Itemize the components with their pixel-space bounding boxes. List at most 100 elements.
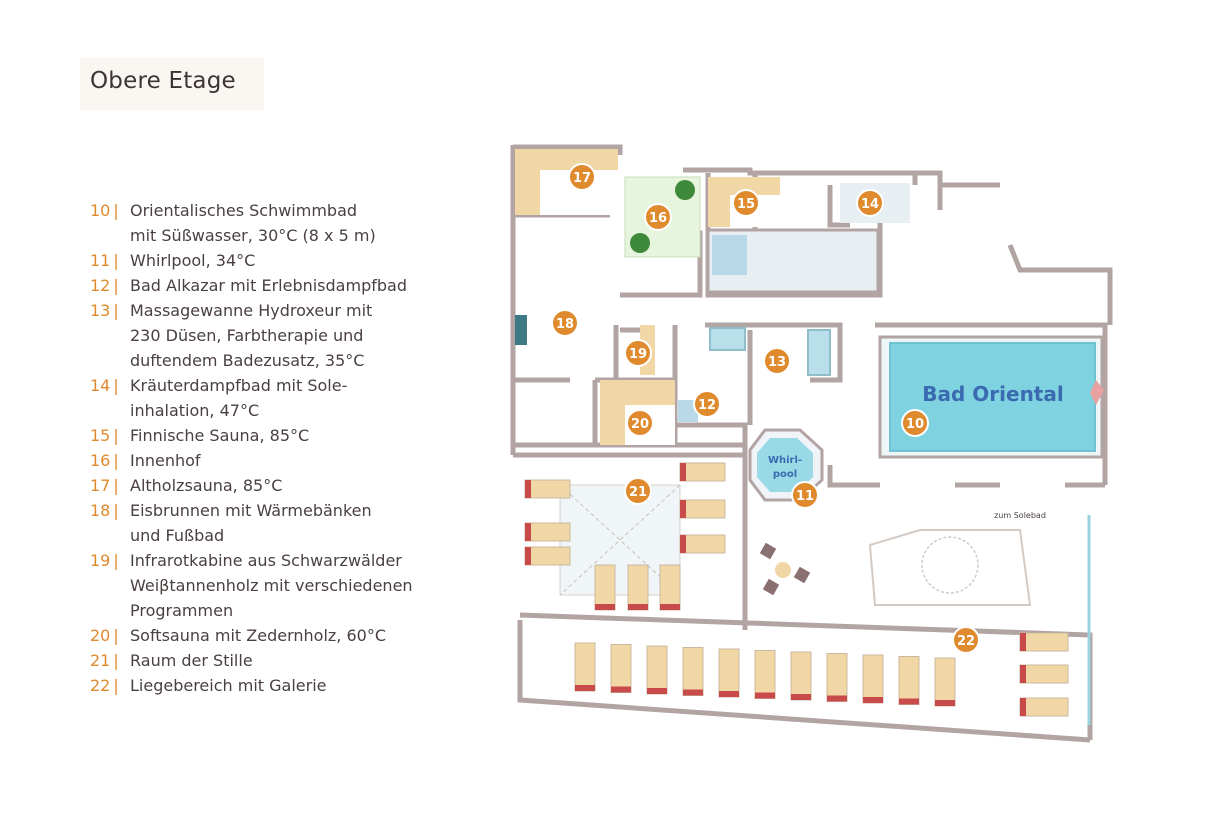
area-marker-number: 10 bbox=[906, 417, 924, 432]
eisbrunnen bbox=[515, 315, 527, 345]
whirlpool bbox=[757, 438, 813, 492]
legend-item: 21|Raum der Stille bbox=[90, 648, 430, 673]
legend-number-value: 14 bbox=[90, 376, 111, 395]
area-marker-circle bbox=[624, 339, 652, 367]
area-marker-circle bbox=[626, 409, 654, 437]
legend-separator: | bbox=[113, 476, 119, 495]
area-marker: 20 bbox=[626, 409, 654, 437]
lounge-table bbox=[775, 562, 791, 578]
legend-separator: | bbox=[113, 276, 119, 295]
legend-number: 14| bbox=[90, 373, 130, 423]
area-marker-circle bbox=[624, 477, 652, 505]
lounger bbox=[610, 644, 632, 693]
legend-number: 11| bbox=[90, 248, 130, 273]
lounger bbox=[659, 564, 681, 611]
solebad-fountain bbox=[921, 536, 979, 594]
legend-item: 14|Kräuterdampfbad mit Sole- inhalation,… bbox=[90, 373, 430, 423]
lounger bbox=[1019, 697, 1069, 717]
legend-separator: | bbox=[113, 451, 119, 470]
lounger bbox=[898, 656, 920, 705]
legend-item: 16|Innenhof bbox=[90, 448, 430, 473]
lounger bbox=[790, 651, 812, 701]
lounger bbox=[826, 653, 848, 702]
legend-item: 22| Liegebereich mit Galerie bbox=[90, 673, 430, 698]
area-marker-circle bbox=[901, 409, 929, 437]
area-marker-circle bbox=[952, 626, 980, 654]
legend-item: 13|Massagewanne Hydroxeur mit 230 Düsen,… bbox=[90, 298, 430, 373]
legend-number: 12| bbox=[90, 273, 130, 298]
pool-ladder bbox=[1090, 380, 1104, 405]
area-marker-number: 22 bbox=[957, 634, 975, 649]
legend-separator: | bbox=[113, 301, 119, 320]
legend-item: 15|Finnische Sauna, 85°C bbox=[90, 423, 430, 448]
solebad-label: zum Solebad bbox=[994, 511, 1046, 520]
lounger bbox=[627, 564, 649, 611]
whirlpool-label-2: pool bbox=[773, 469, 797, 480]
markers: 10 11 12 13 14 15 16 17 18 19 20 21 22 bbox=[551, 163, 980, 654]
area-marker-number: 17 bbox=[573, 171, 591, 186]
legend-text: Orientalisches Schwimmbad mit Süßwasser,… bbox=[130, 201, 376, 245]
area-marker: 12 bbox=[693, 390, 721, 418]
legend-item: 12|Bad Alkazar mit Erlebnisdampfbad bbox=[90, 273, 430, 298]
loungers bbox=[524, 462, 1069, 717]
legend-separator: | bbox=[113, 426, 119, 445]
lounger bbox=[524, 522, 571, 542]
legend-number: 20| bbox=[90, 623, 130, 648]
legend-text: Whirlpool, 34°C bbox=[130, 251, 256, 270]
lounger bbox=[524, 546, 571, 566]
legend-number-value: 12 bbox=[90, 276, 111, 295]
area-marker-number: 11 bbox=[796, 489, 814, 504]
area-marker-circle bbox=[856, 189, 884, 217]
area-marker-number: 15 bbox=[737, 197, 755, 212]
area-marker-circle bbox=[763, 347, 791, 375]
legend-number: 13| bbox=[90, 298, 130, 373]
legend-text: Massagewanne Hydroxeur mit 230 Düsen, Fa… bbox=[130, 301, 373, 370]
dampfbad-bench bbox=[712, 235, 747, 275]
legend-item: 19| Infrarotkabine aus Schwarzwälder Weiβ… bbox=[90, 548, 430, 623]
area-marker-circle bbox=[732, 189, 760, 217]
lounger bbox=[754, 650, 776, 699]
legend-number: 15| bbox=[90, 423, 130, 448]
legend-item: 10| Orientalisches Schwimmbad mit Süßwass… bbox=[90, 198, 430, 248]
legend-item: 17|Altholzsauna, 85°C bbox=[90, 473, 430, 498]
legend-text: Finnische Sauna, 85°C bbox=[130, 426, 310, 445]
legend-text: Eisbrunnen mit Wärmebänken und Fußbad bbox=[130, 501, 372, 545]
lounger bbox=[524, 479, 571, 499]
whirlpool-label-1: Whirl- bbox=[768, 455, 802, 466]
legend-separator: | bbox=[113, 626, 119, 645]
lounger bbox=[646, 645, 668, 695]
area-marker-number: 21 bbox=[629, 485, 647, 500]
legend: 10|Orientalisches Schwimmbad mit Süßwass… bbox=[90, 198, 430, 698]
area-marker: 17 bbox=[568, 163, 596, 191]
legend-number-value: 13 bbox=[90, 301, 111, 320]
area-marker-circle bbox=[791, 481, 819, 509]
lounge-chair bbox=[759, 542, 777, 560]
legend-number-value: 21 bbox=[90, 651, 111, 670]
lounger bbox=[718, 648, 740, 698]
area-marker: 13 bbox=[763, 347, 791, 375]
page-title: Obere Etage bbox=[90, 68, 236, 94]
legend-number-value: 15 bbox=[90, 426, 111, 445]
legend-separator: | bbox=[113, 376, 119, 395]
area-marker-number: 14 bbox=[861, 197, 879, 212]
area-marker-number: 16 bbox=[649, 211, 667, 226]
legend-number-value: 19 bbox=[90, 551, 111, 570]
legend-text: Bad Alkazar mit Erlebnisdampfbad bbox=[130, 276, 407, 295]
area-marker: 11 bbox=[791, 481, 819, 509]
area-marker-number: 19 bbox=[629, 347, 647, 362]
legend-number: 17| bbox=[90, 473, 130, 498]
area-marker: 15 bbox=[732, 189, 760, 217]
legend-number-value: 10 bbox=[90, 201, 111, 220]
area-marker-number: 12 bbox=[698, 398, 716, 413]
legend-separator: | bbox=[113, 551, 119, 570]
bathtub bbox=[807, 329, 831, 376]
legend-number-value: 11 bbox=[90, 251, 111, 270]
legend-number-value: 22 bbox=[90, 676, 111, 695]
area-marker-circle bbox=[644, 203, 672, 231]
area-marker: 19 bbox=[624, 339, 652, 367]
area-marker: 18 bbox=[551, 309, 579, 337]
legend-separator: | bbox=[113, 201, 119, 220]
legend-text: Infrarotkabine aus Schwarzwälder Weiβtan… bbox=[130, 551, 413, 620]
legend-text: Liegebereich mit Galerie bbox=[130, 676, 327, 695]
legend-separator: | bbox=[113, 676, 119, 695]
